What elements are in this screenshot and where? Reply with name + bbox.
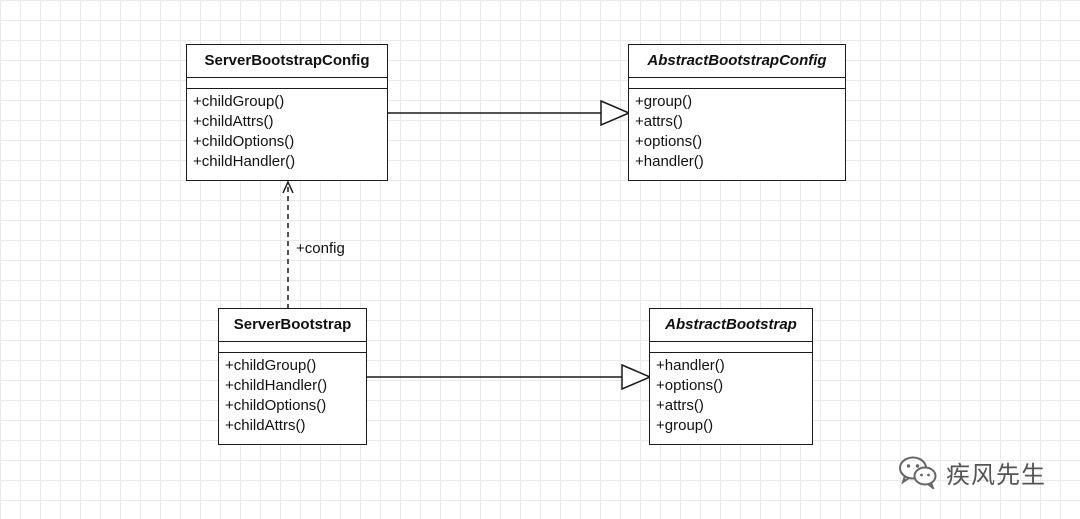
operations-compartment: +childGroup() +childAttrs() +childOption… — [187, 89, 387, 172]
class-abstract-bootstrap-config[interactable]: AbstractBootstrapConfig +group() +attrs(… — [628, 44, 846, 181]
operation: +options() — [635, 133, 703, 150]
operation: +group() — [656, 417, 714, 434]
operation: +handler() — [635, 153, 704, 170]
operation: +childHandler() — [193, 153, 296, 170]
attributes-compartment — [219, 342, 366, 353]
attributes-compartment — [187, 78, 387, 89]
class-name: ServerBootstrap — [219, 309, 366, 342]
operation: +attrs() — [656, 397, 704, 414]
generalization-server-bootstrap — [366, 363, 652, 391]
operation: +childOptions() — [225, 397, 327, 414]
class-name: ServerBootstrapConfig — [187, 45, 387, 78]
operation: +group() — [635, 93, 693, 110]
operations-compartment: +childGroup() +childHandler() +childOpti… — [219, 353, 366, 436]
operation: +childGroup() — [225, 357, 317, 374]
operation: +options() — [656, 377, 724, 394]
watermark: 疾风先生 — [898, 452, 1046, 492]
operation: +attrs() — [635, 113, 683, 130]
operation: +handler() — [656, 357, 725, 374]
watermark-text: 疾风先生 — [946, 461, 1046, 489]
generalization-server-bootstrap-config — [387, 99, 631, 127]
class-abstract-bootstrap[interactable]: AbstractBootstrap +handler() +options() … — [649, 308, 813, 445]
class-server-bootstrap-config[interactable]: ServerBootstrapConfig +childGroup() +chi… — [186, 44, 388, 181]
wechat-icon — [899, 456, 937, 489]
dependency-label: +config — [296, 240, 345, 257]
operation: +childAttrs() — [193, 113, 274, 130]
operation: +childGroup() — [193, 93, 285, 110]
operation: +childHandler() — [225, 377, 328, 394]
operations-compartment: +group() +attrs() +options() +handler() — [629, 89, 845, 172]
operations-compartment: +handler() +options() +attrs() +group() — [650, 353, 812, 436]
operation: +childOptions() — [193, 133, 295, 150]
class-name: AbstractBootstrapConfig — [629, 45, 845, 78]
class-name: AbstractBootstrap — [650, 309, 812, 342]
dependency-config — [282, 180, 294, 309]
operation: +childAttrs() — [225, 417, 306, 434]
attributes-compartment — [629, 78, 845, 89]
class-server-bootstrap[interactable]: ServerBootstrap +childGroup() +childHand… — [218, 308, 367, 445]
attributes-compartment — [650, 342, 812, 353]
